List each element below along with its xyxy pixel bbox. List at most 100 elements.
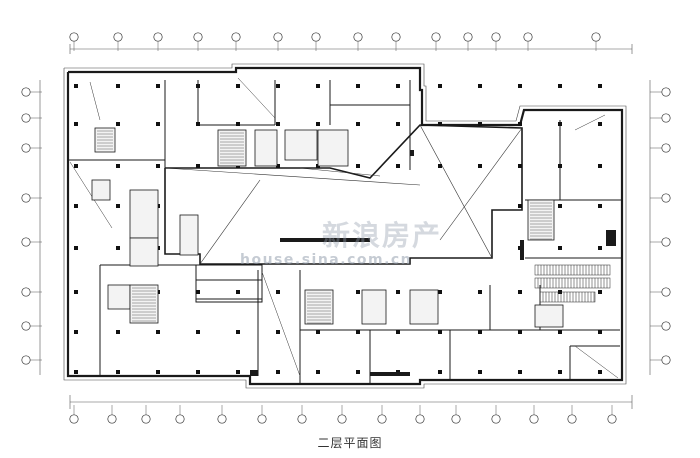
grid-bubble: [21, 287, 31, 297]
column: [74, 84, 78, 88]
grid-bubble: [21, 321, 31, 331]
column: [116, 164, 120, 168]
column: [356, 330, 360, 334]
column: [478, 290, 482, 294]
grid-bubble: [661, 193, 671, 203]
column: [196, 290, 200, 294]
grid-bubble: [69, 414, 79, 424]
grid-bubble: [21, 113, 31, 123]
column: [236, 370, 240, 374]
column: [116, 246, 120, 250]
column: [196, 370, 200, 374]
atrium-diagonals: [164, 124, 523, 265]
column: [276, 84, 280, 88]
grid-bubble: [337, 414, 347, 424]
exterior-walls: [66, 66, 624, 386]
grid-bubble: [21, 193, 31, 203]
column: [74, 122, 78, 126]
grid-bubble: [141, 414, 151, 424]
column: [356, 84, 360, 88]
column: [518, 204, 522, 208]
column: [396, 290, 400, 294]
column: [558, 122, 562, 126]
grid-bubble: [415, 414, 425, 424]
escalator-banks: [534, 264, 611, 303]
grid-bubble: [153, 32, 163, 42]
column: [438, 370, 442, 374]
column: [356, 122, 360, 126]
grid-bubble: [273, 32, 283, 42]
column: [196, 164, 200, 168]
column: [558, 330, 562, 334]
escalator: [534, 264, 611, 276]
grid-bubble: [69, 32, 79, 42]
column: [74, 290, 78, 294]
column: [478, 122, 482, 126]
column: [276, 122, 280, 126]
plan-caption: 二层平面图: [317, 436, 383, 450]
column: [478, 164, 482, 168]
grid-bubble: [21, 355, 31, 365]
grid-bubble: [451, 414, 461, 424]
column: [316, 370, 320, 374]
column: [396, 164, 400, 168]
column: [478, 330, 482, 334]
bottom-grid-axis: [69, 395, 633, 409]
grid-bubble: [591, 32, 601, 42]
column: [196, 122, 200, 126]
column: [316, 122, 320, 126]
watermark-brand: 新浪房产: [322, 219, 443, 252]
column: [236, 330, 240, 334]
grid-bubble: [567, 414, 577, 424]
column: [74, 164, 78, 168]
column: [356, 164, 360, 168]
grid-bubble: [661, 321, 671, 331]
top-grid-axis: [69, 44, 633, 54]
grid-bubble: [661, 355, 671, 365]
column: [196, 84, 200, 88]
column: [598, 122, 602, 126]
column: [396, 122, 400, 126]
column: [518, 330, 522, 334]
column: [558, 204, 562, 208]
escalator: [534, 277, 611, 289]
column: [558, 84, 562, 88]
grid-bubble: [217, 414, 227, 424]
column: [74, 204, 78, 208]
column: [236, 122, 240, 126]
column: [438, 84, 442, 88]
grid-bubble: [311, 32, 321, 42]
column: [236, 290, 240, 294]
grid-bubble: [297, 414, 307, 424]
column: [276, 290, 280, 294]
watermark-site: house.sina.com.cn: [240, 252, 413, 268]
column: [116, 122, 120, 126]
column: [518, 84, 522, 88]
column: [438, 122, 442, 126]
column: [196, 330, 200, 334]
grid-bubble: [175, 414, 185, 424]
column: [438, 290, 442, 294]
grid-bubble: [661, 87, 671, 97]
grid-bubble: [661, 113, 671, 123]
grid-bubble: [607, 414, 617, 424]
column: [276, 330, 280, 334]
grid-bubble: [661, 143, 671, 153]
grid-bubble: [231, 32, 241, 42]
bridge-corridor: [195, 264, 263, 303]
wall-segments: [250, 150, 616, 376]
column: [438, 330, 442, 334]
column: [478, 84, 482, 88]
grid-bubble: [257, 414, 267, 424]
column: [236, 84, 240, 88]
atrium-void: [164, 124, 523, 265]
stair-hatching: [97, 130, 552, 324]
column: [156, 330, 160, 334]
grid-bubble: [377, 414, 387, 424]
column: [518, 370, 522, 374]
column: [518, 122, 522, 126]
grid-bubble: [193, 32, 203, 42]
column: [116, 204, 120, 208]
column: [316, 84, 320, 88]
